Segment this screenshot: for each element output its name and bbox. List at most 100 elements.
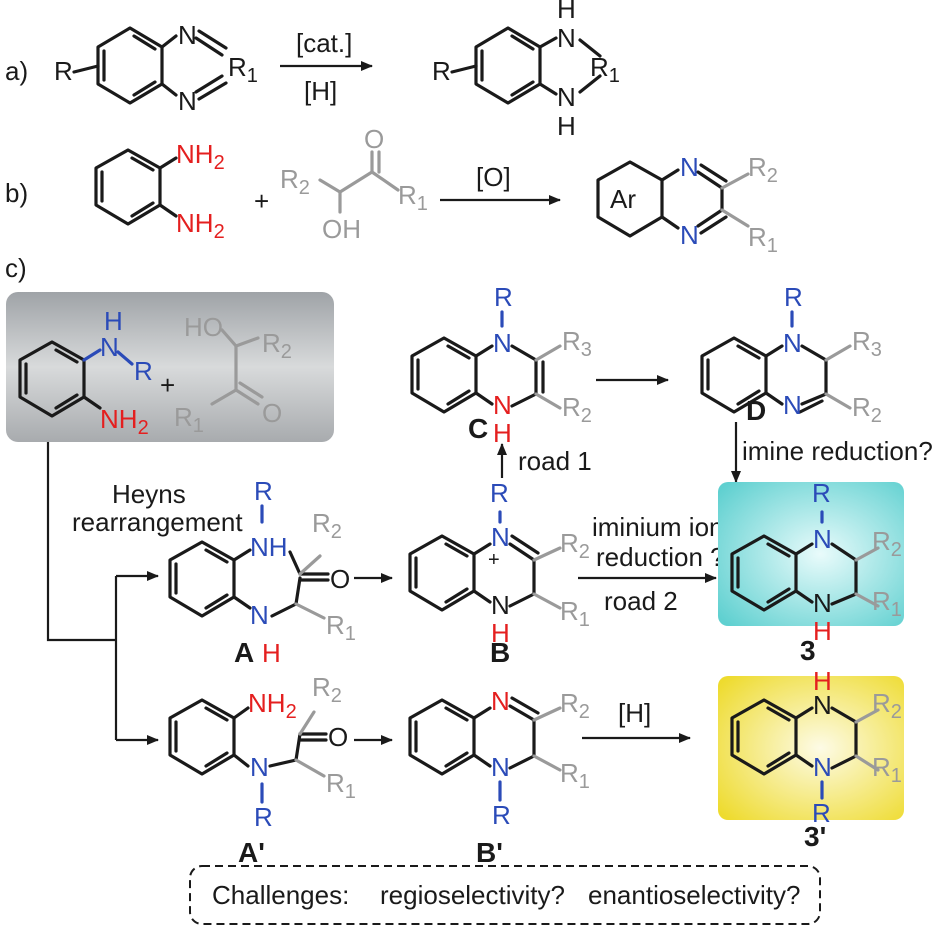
- n-atom: N: [178, 86, 197, 116]
- carbonyl-o: O: [262, 398, 282, 428]
- r-group: R: [494, 282, 513, 312]
- r2-group: R2: [852, 392, 882, 427]
- r-group: R: [784, 282, 803, 312]
- n-atom: N: [813, 524, 832, 554]
- plus-sign: +: [254, 186, 269, 216]
- imine-reduction-label: imine reduction?: [742, 436, 933, 466]
- r1-group: R1: [560, 596, 590, 631]
- n-atom: N: [813, 752, 832, 782]
- carbonyl-o: O: [364, 124, 384, 154]
- r1-group: R1: [872, 586, 902, 621]
- intermediate-A-prime: NH2 R2 O N R R1 A': [168, 672, 356, 868]
- carbonyl-o: O: [330, 564, 350, 594]
- n-atom: N: [783, 328, 802, 358]
- r3-group: R3: [852, 326, 882, 361]
- n-atom: N: [491, 752, 510, 782]
- intermediate-B: R N + N H R2 R1 B: [408, 478, 590, 668]
- n-atom: N: [813, 690, 832, 720]
- starting-materials-box: [6, 292, 334, 442]
- r1-group: R1: [228, 52, 258, 87]
- r-group: R: [54, 56, 73, 86]
- quinoxaline-product-b: Ar N N R2 R1: [596, 152, 778, 257]
- road-1-label: road 1: [518, 446, 592, 476]
- road-2-label: road 2: [604, 586, 678, 616]
- n-atom: N: [491, 522, 510, 552]
- n-atom: N: [178, 20, 197, 50]
- n-atom: N: [813, 588, 832, 618]
- o-phenylenediamine: NH2 NH2: [94, 139, 225, 243]
- challenges-box: [189, 865, 821, 925]
- reagent-h-2: [H]: [618, 698, 651, 728]
- heyns-label: Heyns: [112, 479, 186, 509]
- alpha-hydroxyketone: O R2 R1 OH: [280, 124, 428, 244]
- r-group: R: [812, 478, 831, 508]
- r1-group: R1: [590, 52, 620, 87]
- r2-group: R2: [560, 528, 590, 563]
- compound-C-label: C: [468, 413, 488, 444]
- r-group: R: [254, 802, 273, 832]
- h-atom: H: [557, 0, 576, 24]
- r-group: R: [492, 800, 511, 830]
- r2-group: R2: [312, 508, 342, 543]
- r1-group: R1: [326, 768, 356, 803]
- n-atom: N: [783, 390, 802, 420]
- heyns-label-2: rearrangement: [72, 507, 243, 537]
- n-atom: N: [250, 752, 269, 782]
- nh2-group: NH2: [248, 688, 297, 723]
- compound-B-prime-label: B': [476, 837, 503, 868]
- ar-label: Ar: [610, 184, 636, 214]
- nh-atom: N: [557, 23, 576, 53]
- oh-group: OH: [322, 214, 361, 244]
- h-atom: H: [813, 616, 832, 646]
- alpha-hydroxyketone-c: HO R2 O R1: [174, 312, 292, 437]
- iminium-label-2: reduction ?: [596, 542, 725, 572]
- quinoxaline-reactant-a: N N R R1: [54, 20, 258, 116]
- compound-A-label: A: [234, 637, 254, 668]
- panel-b-label: b): [5, 178, 28, 208]
- h-atom: H: [104, 306, 123, 336]
- n-atom: N: [250, 600, 269, 630]
- intermediate-C: R N N H R3 R2 C: [410, 282, 592, 448]
- intermediate-D: R N N R3 R2 D: [700, 282, 882, 427]
- panel-c-label: c): [5, 253, 27, 283]
- branch-line: [46, 442, 116, 642]
- n-atom: N: [680, 220, 699, 250]
- n-atom: N: [493, 390, 512, 420]
- n-atom: N: [680, 152, 699, 182]
- r-group: R: [812, 798, 831, 828]
- r2-group: R2: [562, 392, 592, 427]
- plus-charge: +: [488, 549, 500, 571]
- r2-group: R2: [560, 688, 590, 723]
- iminium-label-1: iminium ion: [592, 512, 724, 542]
- r2-group: R2: [872, 526, 902, 561]
- nh2-group: NH2: [100, 404, 149, 439]
- ho-group: HO: [184, 312, 223, 342]
- h-atom: H: [491, 618, 510, 648]
- r2-group: R2: [312, 672, 342, 707]
- carbonyl-o: O: [328, 722, 348, 752]
- nh-atom: N: [100, 332, 119, 362]
- r-group: R: [134, 356, 153, 386]
- n-substituted-diamine: N H R NH2: [18, 306, 153, 439]
- reagent-cat: [cat.]: [296, 28, 352, 58]
- intermediate-A: R NH R2 O N H R1 A: [168, 476, 356, 668]
- r-group: R: [490, 478, 509, 508]
- nh2-group: NH2: [176, 139, 225, 174]
- product-3-prime-label: 3': [804, 821, 826, 852]
- reagent-h: [H]: [304, 76, 337, 106]
- r2-group: R2: [262, 328, 292, 363]
- reagent-o: [O]: [476, 162, 511, 192]
- n-atom: N: [493, 328, 512, 358]
- nh-atom: N: [557, 82, 576, 112]
- nh-group: NH: [250, 532, 288, 562]
- nh2-group: NH2: [176, 208, 225, 243]
- challenge-enantioselectivity: enantioselectivity?: [588, 880, 800, 910]
- product-3-prime: N H N R R2 R1 3': [730, 666, 902, 852]
- r-group: R: [254, 476, 273, 506]
- r1-group: R1: [398, 180, 428, 215]
- h-atom: H: [813, 666, 832, 696]
- intermediate-B-prime: N N R R2 R1 B': [408, 686, 590, 868]
- compound-A-prime-label: A': [238, 837, 265, 868]
- r1-group: R1: [326, 610, 356, 645]
